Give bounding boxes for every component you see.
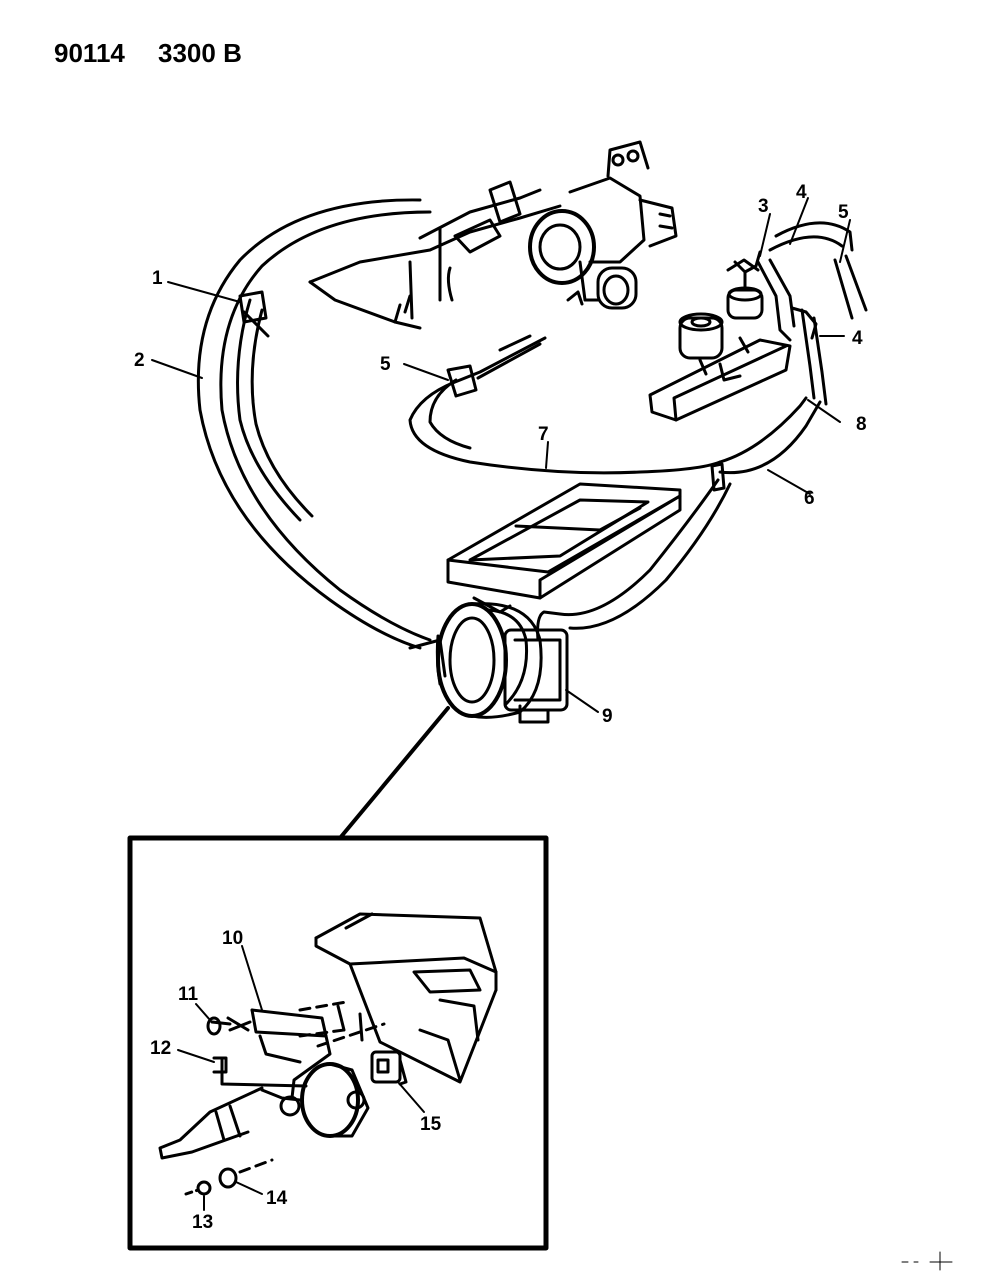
callout-14: 14: [266, 1188, 288, 1209]
diagram-code-right: 3300 B: [158, 38, 242, 68]
inset-detail-drawing: [158, 912, 498, 1196]
callout-13: 13: [192, 1212, 213, 1233]
callout-9: 9: [602, 706, 613, 727]
inset-leader-line: [338, 706, 450, 840]
callout-5-top: 5: [838, 202, 849, 223]
callout-10: 10: [222, 928, 243, 949]
callout-5-left: 5: [380, 354, 391, 375]
vacuum-hose-left: [196, 198, 432, 650]
callout-4-top: 4: [796, 182, 807, 203]
callout-numbers: 1 2 3 4 5 4 5 8 7 6 9 10 11 12 13 14 15: [134, 182, 867, 1233]
speed-control-cable: [408, 334, 822, 642]
callout-15: 15: [420, 1114, 442, 1135]
callout-2: 2: [134, 350, 145, 371]
diagram-code-left: 90114: [54, 38, 125, 68]
callout-4-right: 4: [852, 328, 863, 349]
callout-12: 12: [150, 1038, 171, 1059]
callout-leaders: [151, 197, 851, 713]
detail-inset-frame: [127, 835, 549, 1251]
main-assembly-drawing: [196, 140, 868, 840]
callout-6: 6: [804, 488, 815, 509]
master-cylinder: [648, 250, 792, 422]
throttle-body: [308, 140, 678, 330]
callout-8: 8: [856, 414, 867, 435]
callout-7: 7: [538, 424, 549, 445]
speed-control-servo: [408, 602, 569, 724]
inset-callout-leaders: [177, 945, 425, 1211]
battery-tray: [446, 482, 682, 614]
callout-11: 11: [178, 984, 199, 1005]
callout-1: 1: [152, 268, 163, 289]
callout-3: 3: [758, 196, 769, 217]
registration-mark: [901, 1251, 953, 1271]
booster-hose-area: [756, 221, 868, 406]
